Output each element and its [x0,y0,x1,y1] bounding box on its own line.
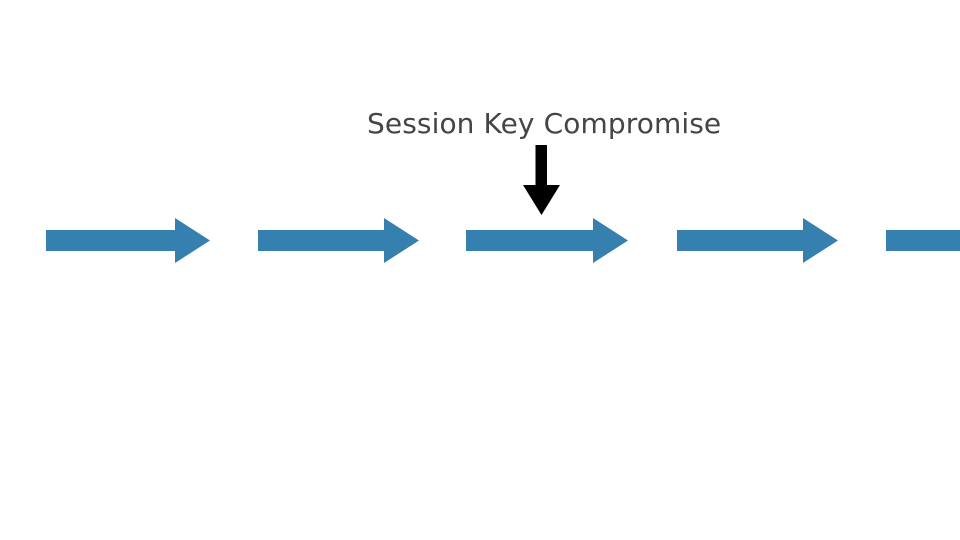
flow-arrow-5 [886,230,960,251]
flow-arrow-5-shape [886,230,960,251]
flow-arrow-1 [46,218,210,263]
flow-arrow-3 [466,218,628,263]
flow-arrow-4 [677,218,838,263]
down-arrow-icon-shape [523,145,560,215]
flow-arrow-4-shape [677,218,838,263]
flow-arrow-2 [258,218,419,263]
down-arrow-icon [523,145,560,215]
flow-arrow-3-shape [466,218,628,263]
flow-arrow-2-shape [258,218,419,263]
flow-arrow-1-shape [46,218,210,263]
annotation-label: Session Key Compromise [367,107,722,140]
